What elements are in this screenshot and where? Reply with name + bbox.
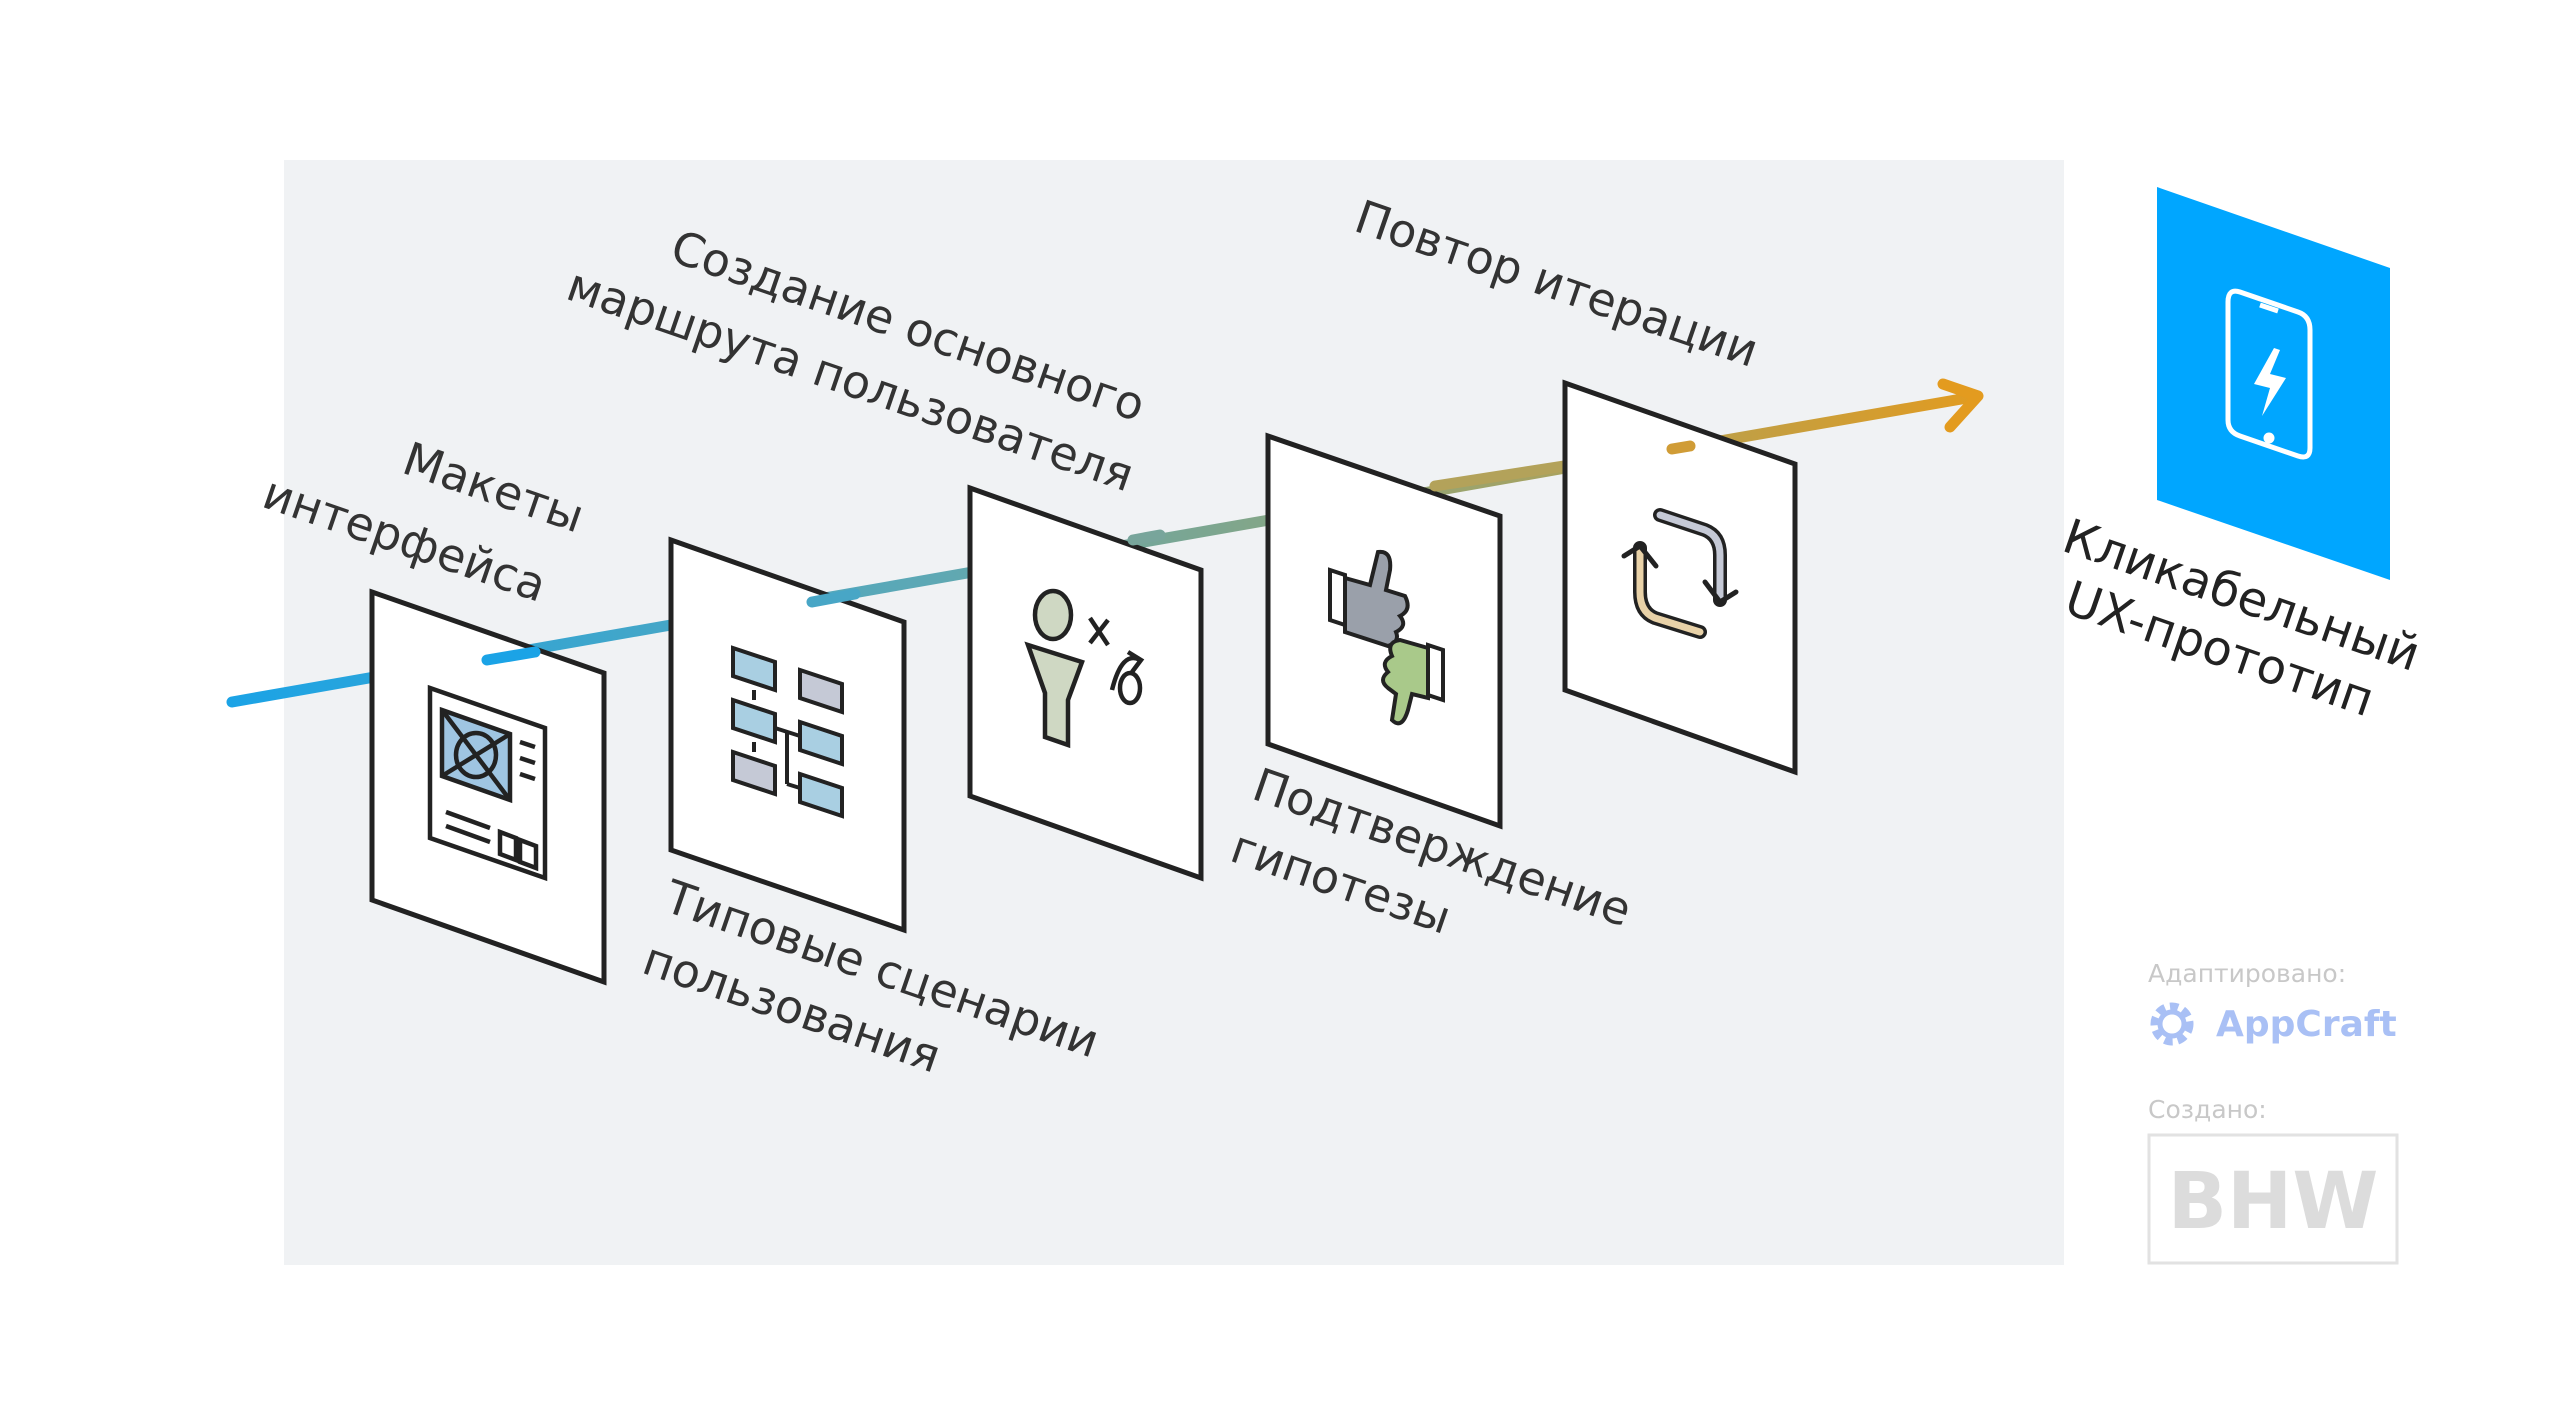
flowchart-icon — [731, 645, 844, 819]
bhw-logo-frame[interactable] — [2147, 1133, 2399, 1265]
adapted-label: Адаптировано: — [2148, 959, 2346, 988]
credits: Адаптировано: AppCraft Создано: BHW — [2147, 959, 2399, 1265]
result-card-prototype: Кликабельный UX-прототип — [2056, 187, 2427, 728]
bhw-brand: BHW — [2168, 1157, 2379, 1247]
thumbs-up-down-icon — [1328, 549, 1445, 726]
user-path-icon — [1024, 588, 1145, 749]
gear-icon — [2150, 1002, 2194, 1046]
stage-card-hypothesis: Подтверждение гипотезы — [1224, 432, 1638, 945]
appcraft-brand[interactable]: AppCraft — [2216, 1004, 2397, 1045]
interface-mockup-icon — [427, 684, 548, 882]
created-label: Создано: — [2148, 1095, 2267, 1124]
repeat-icon — [1621, 508, 1739, 639]
smartphone-lightning-icon — [2225, 288, 2313, 460]
